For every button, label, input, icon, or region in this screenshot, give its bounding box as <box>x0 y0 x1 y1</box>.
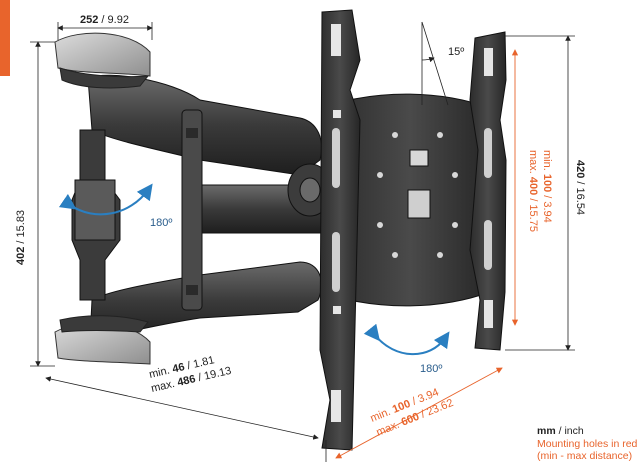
units-legend: mm / inch Mounting holes in red (min - m… <box>537 425 637 463</box>
orange-corner-mark <box>0 0 10 76</box>
arm-height-label: 402 / 15.83 <box>15 210 27 265</box>
plate-height-label: 420 / 16.54 <box>574 160 586 215</box>
vesa-vertical-min-label: min. 100 / 3.94 <box>541 150 553 223</box>
legend-distance-note: (min - max distance) <box>537 450 633 462</box>
tv-plate <box>319 9 507 451</box>
tilt-angle-indicator <box>421 21 449 106</box>
arm-width-label: 252 / 9.92 <box>80 14 129 26</box>
vesa-vertical-max-label: max. 400 / 15.75 <box>527 150 539 232</box>
dimension-lines <box>30 22 575 462</box>
legend-holes-note: Mounting holes in red <box>537 437 638 450</box>
tilt-angle-label: 15º <box>448 46 464 58</box>
swivel-wall-label: 180º <box>150 217 172 229</box>
wall-arm-assembly <box>54 32 336 365</box>
vesa-dimension-lines <box>335 49 519 459</box>
legend-units: mm / inch <box>537 425 584 437</box>
swivel-plate-arrow <box>363 323 450 356</box>
swivel-wall-arrow <box>58 183 153 216</box>
swivel-plate-label: 180º <box>420 363 442 375</box>
